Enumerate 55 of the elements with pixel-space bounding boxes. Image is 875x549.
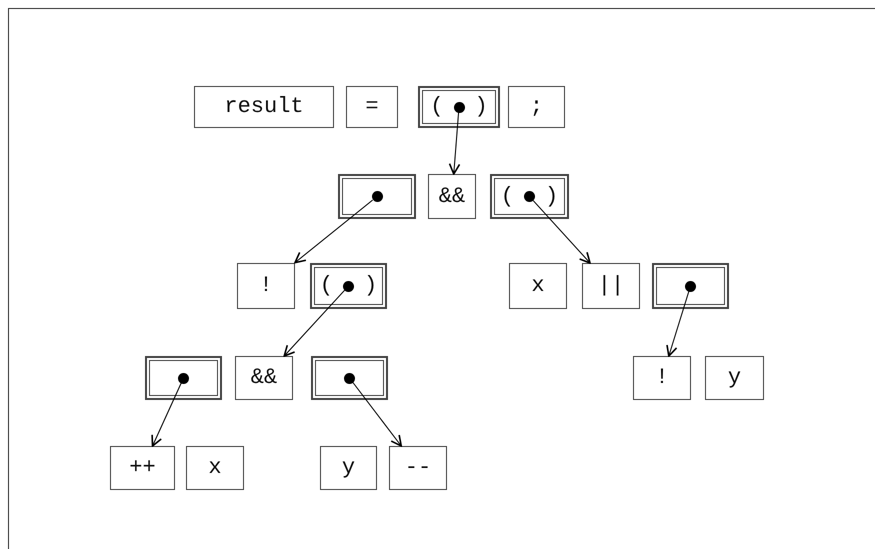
- code-token: !: [655, 367, 669, 389]
- token-box: [194, 86, 334, 128]
- code-token: =: [365, 96, 379, 118]
- pointer-dot: [454, 102, 464, 112]
- pointer-dot: [685, 280, 696, 292]
- arrow: [151, 382, 182, 447]
- arrow: [666, 290, 690, 357]
- pointer-dot: [178, 372, 189, 384]
- code-token: &&: [438, 186, 466, 208]
- code-token: y: [342, 457, 356, 479]
- arrow: [294, 199, 374, 264]
- code-token: ): [545, 186, 558, 208]
- token-box: [235, 356, 293, 400]
- code-token: x: [531, 275, 545, 297]
- token-box: [186, 446, 244, 490]
- token-box: [582, 263, 640, 309]
- code-token: ): [474, 96, 488, 118]
- token-box: [346, 86, 398, 128]
- pointer-box: [418, 86, 500, 128]
- pointer-box: [652, 263, 729, 309]
- token-box: [509, 263, 567, 309]
- code-token: (: [430, 96, 444, 118]
- pointer-dot: [343, 280, 354, 292]
- code-token: (: [500, 186, 514, 208]
- pointer-box: [145, 356, 222, 400]
- token-box: [320, 446, 377, 490]
- code-token: ;: [530, 96, 544, 118]
- code-token: ||: [598, 275, 624, 297]
- code-token: result: [224, 96, 304, 118]
- code-token: (: [320, 275, 333, 297]
- code-token: ): [364, 275, 378, 297]
- pointer-dot: [372, 191, 382, 202]
- token-box: [389, 446, 447, 490]
- pointer-dot: [524, 191, 535, 202]
- pointer-box: [311, 356, 388, 400]
- code-token: !: [259, 275, 273, 297]
- arrow: [283, 290, 346, 357]
- token-box: [633, 356, 691, 400]
- token-box: [508, 86, 565, 128]
- code-token: x: [208, 457, 222, 479]
- token-box: [705, 356, 764, 400]
- arrow: [532, 200, 591, 264]
- arrow: [448, 112, 460, 175]
- token-box: [237, 263, 295, 309]
- code-token: y: [728, 367, 742, 389]
- pointer-dot: [344, 372, 355, 384]
- arrow: [352, 382, 402, 447]
- pointer-box: [338, 174, 416, 219]
- token-box: [110, 446, 175, 490]
- pointer-box: [310, 263, 387, 309]
- code-token: ++: [129, 457, 156, 479]
- pointer-box: [490, 174, 569, 219]
- token-box: [428, 174, 476, 219]
- code-token: --: [404, 457, 432, 479]
- code-token: &&: [250, 367, 278, 389]
